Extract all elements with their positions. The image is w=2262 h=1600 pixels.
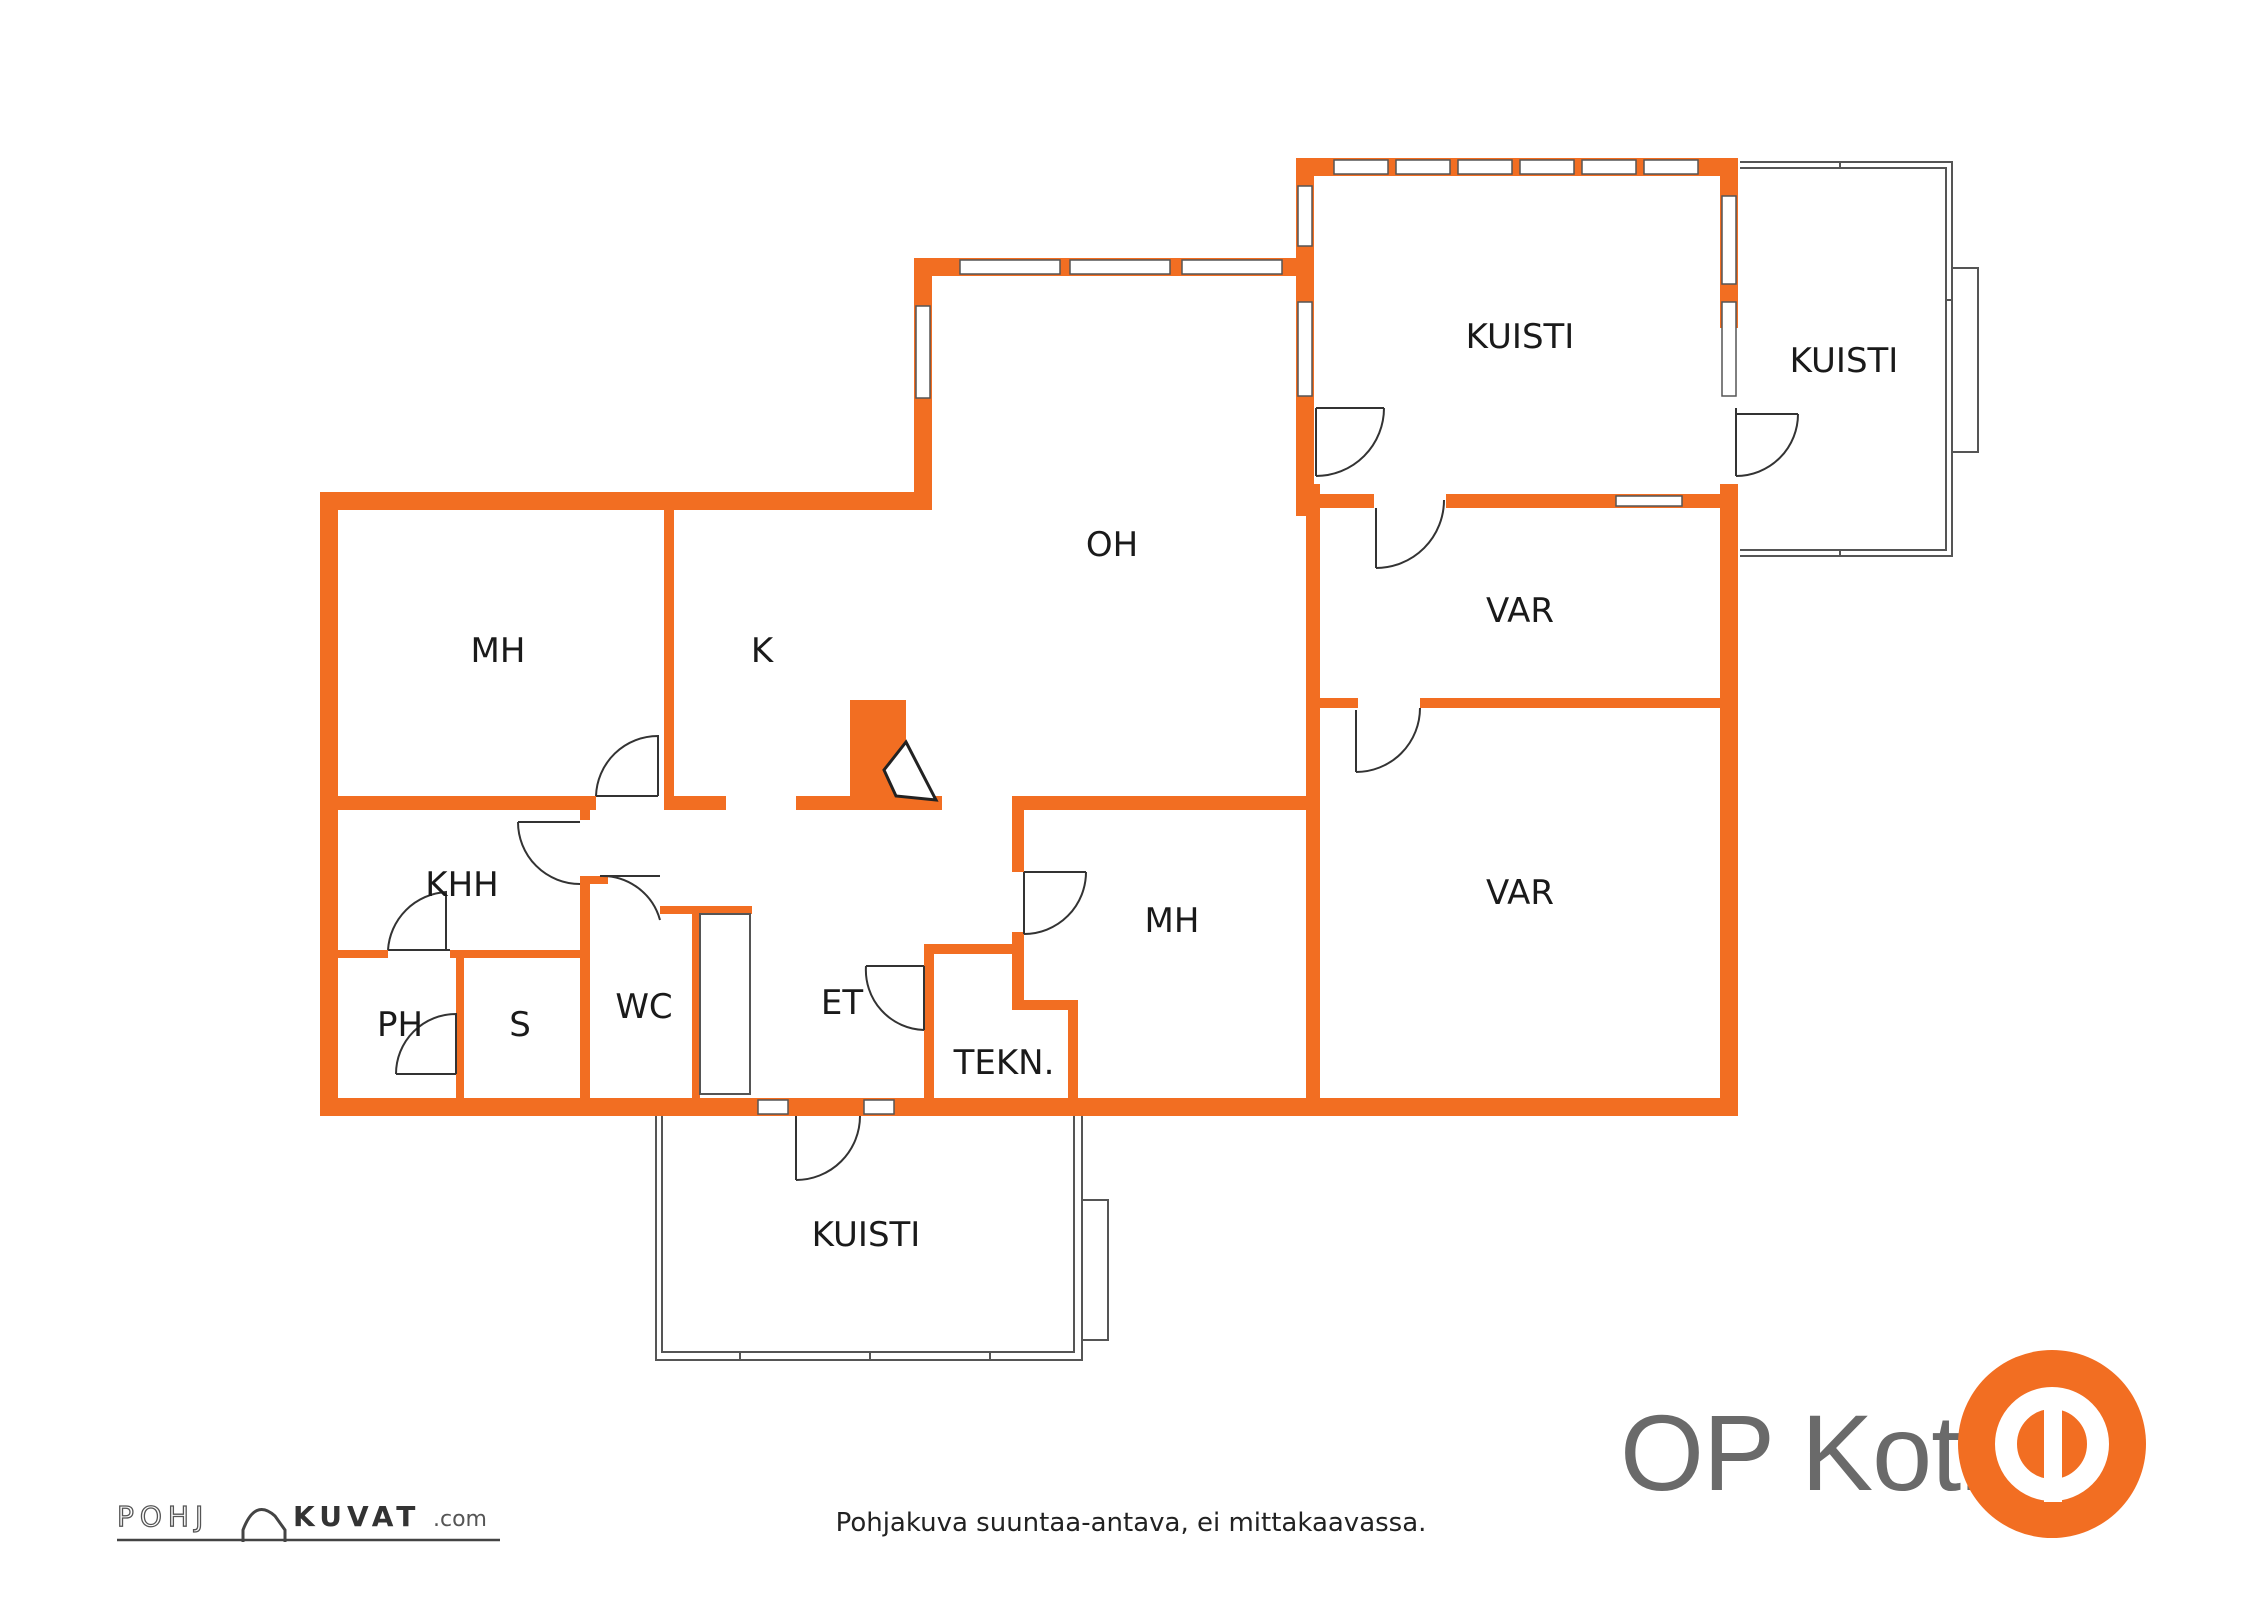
porch-outlines xyxy=(655,161,1979,1361)
brand-name: OP Koti xyxy=(1620,1392,1984,1513)
room-label-kuisti-bottom: KUISTI xyxy=(812,1215,921,1255)
room-label-kuisti-right: KUISTI xyxy=(1790,341,1899,381)
room-label-s: S xyxy=(509,1005,531,1045)
op-logo-icon xyxy=(1958,1350,2146,1538)
pohjakuvat-watermark: POHJ KUVAT .com xyxy=(116,1499,500,1542)
disclaimer-caption: Pohjakuva suuntaa-antava, ei mittakaavas… xyxy=(835,1508,1427,1538)
room-labels: KUISTI KUISTI OH K MH VAR VAR KHH MH PH … xyxy=(377,317,1898,1255)
room-label-mh-right: MH xyxy=(1145,901,1200,941)
room-label-var-top: VAR xyxy=(1486,591,1554,631)
room-label-mh-left: MH xyxy=(471,631,526,671)
room-label-tekn: TEKN. xyxy=(953,1043,1055,1083)
room-label-oh: OH xyxy=(1086,525,1138,565)
watermark-suffix: .com xyxy=(433,1507,487,1532)
walls xyxy=(320,158,1738,1116)
room-label-et: ET xyxy=(821,983,863,1023)
room-label-kuisti-top: KUISTI xyxy=(1466,317,1575,357)
windows xyxy=(757,159,1737,1115)
room-label-wc: WC xyxy=(615,987,672,1027)
room-label-ph: PH xyxy=(377,1005,423,1045)
watermark-right: KUVAT xyxy=(293,1500,420,1533)
watermark-left: POHJ xyxy=(117,1500,209,1533)
doors xyxy=(387,407,1799,1181)
room-label-k: K xyxy=(751,631,775,671)
room-label-khh: KHH xyxy=(425,865,498,905)
room-label-var-bottom: VAR xyxy=(1486,873,1554,913)
